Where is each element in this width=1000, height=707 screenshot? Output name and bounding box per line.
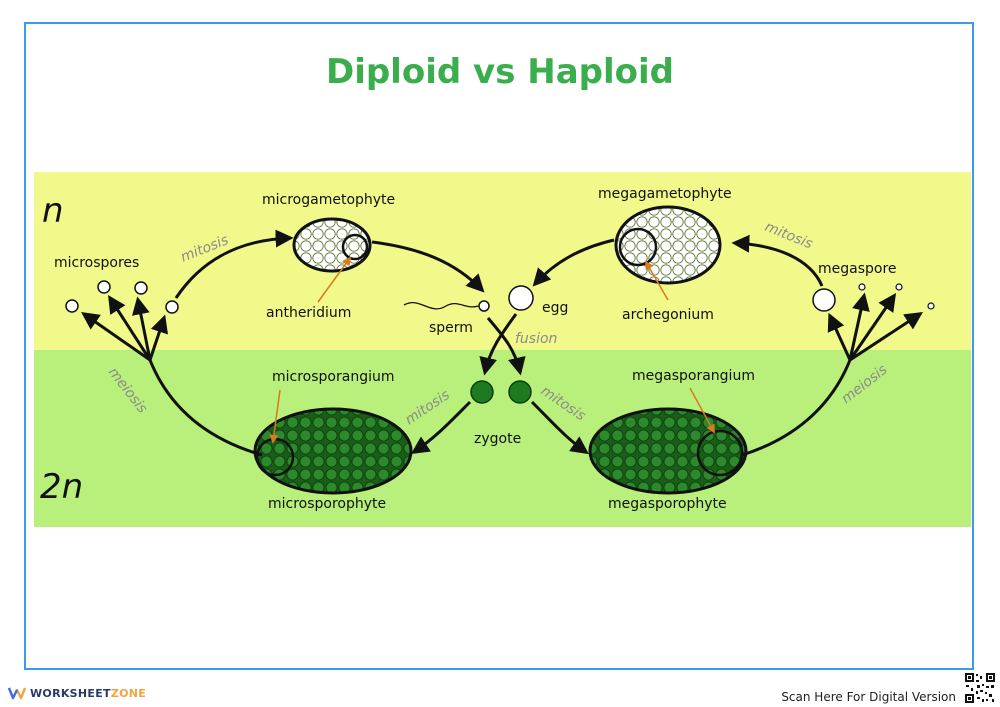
diploid-label: 2n xyxy=(40,467,83,507)
mitosis-label-left-bottom: mitosis xyxy=(402,387,452,428)
mitosis-arrow-mega xyxy=(731,234,824,287)
mitosis-label-left-top: mitosis xyxy=(179,232,231,266)
meiosis-branch xyxy=(848,293,897,361)
sperm-label: sperm xyxy=(429,320,473,336)
sperm-tail xyxy=(403,302,479,310)
microspore xyxy=(165,300,179,314)
meiosis-branch xyxy=(827,312,852,361)
brand-name: WORKSHEETZONE xyxy=(30,686,147,700)
meiosis-branch xyxy=(131,296,152,361)
microsporangium-pointer xyxy=(269,389,281,444)
antheridium-label: antheridium xyxy=(266,305,351,321)
microsporangium-label: microsporangium xyxy=(272,369,394,385)
archegonium-label: archegonium xyxy=(622,307,714,323)
mitosis-arrow-zygote-right xyxy=(530,400,589,455)
microgametophyte-label: microgametophyte xyxy=(262,192,395,208)
egg-cell xyxy=(508,285,534,311)
degenerate-megaspore xyxy=(858,283,866,291)
megagametophyte-label: megagametophyte xyxy=(598,186,732,202)
fusion-arrow-right xyxy=(486,317,526,376)
qr-code-icon[interactable] xyxy=(964,672,996,704)
microspore xyxy=(97,280,111,294)
microgametophyte-shape xyxy=(292,217,372,273)
fusion-arrow-left xyxy=(479,313,518,376)
degenerate-megaspore xyxy=(895,283,903,291)
sperm-head xyxy=(478,300,490,312)
meiosis-branch xyxy=(108,294,152,361)
meiosis-branch xyxy=(81,311,151,362)
megasporophyte-shape xyxy=(588,407,748,495)
microspore xyxy=(65,299,79,313)
haploid-band xyxy=(34,172,971,350)
scan-caption: Scan Here For Digital Version xyxy=(781,690,956,704)
microspore xyxy=(134,281,148,295)
microspores-label: microspores xyxy=(54,255,139,271)
megaspore xyxy=(812,288,836,312)
meiosis-label-left: meiosis xyxy=(105,365,150,417)
meiosis-stem-right xyxy=(741,359,852,457)
mitosis-arrow-micro xyxy=(174,229,294,299)
megasporangium-circle xyxy=(696,429,744,477)
page-title: Diploid vs Haploid xyxy=(325,52,675,92)
megasporophyte-label: megasporophyte xyxy=(608,496,727,512)
archegonium-pointer xyxy=(645,260,669,301)
antheridium-circle xyxy=(341,233,369,261)
mitosis-arrow-zygote-left xyxy=(411,400,472,454)
meiosis-stem-left xyxy=(148,359,263,457)
megasporangium-pointer xyxy=(689,387,715,434)
zygote-label: zygote xyxy=(474,431,521,447)
meiosis-branch xyxy=(848,292,870,361)
worksheetzone-logo-icon xyxy=(8,687,26,700)
fusion-label: fusion xyxy=(515,331,557,347)
mitosis-label-right-bottom: mitosis xyxy=(538,383,588,424)
zygote-cell xyxy=(508,380,532,404)
gametophyte-to-egg-arrow xyxy=(532,238,615,287)
archegonium-circle xyxy=(618,227,658,267)
meiosis-branch xyxy=(148,314,168,361)
antheridium-pointer xyxy=(317,256,352,303)
megaspore-label: megaspore xyxy=(818,261,897,277)
microsporophyte-label: microsporophyte xyxy=(268,496,386,512)
megagametophyte-shape xyxy=(614,205,722,285)
diploid-band xyxy=(34,350,971,527)
microsporophyte-shape xyxy=(253,407,413,495)
meiosis-branch xyxy=(849,312,924,362)
brand-logo[interactable]: WORKSHEETZONE xyxy=(8,686,146,700)
megasporangium-label: megasporangium xyxy=(632,368,755,384)
egg-label: egg xyxy=(542,300,568,316)
page-frame xyxy=(24,22,974,670)
zygote-cell xyxy=(470,380,494,404)
haploid-label: n xyxy=(42,191,64,231)
degenerate-megaspore xyxy=(927,302,935,310)
gametophyte-to-sperm-arrow xyxy=(371,240,485,293)
